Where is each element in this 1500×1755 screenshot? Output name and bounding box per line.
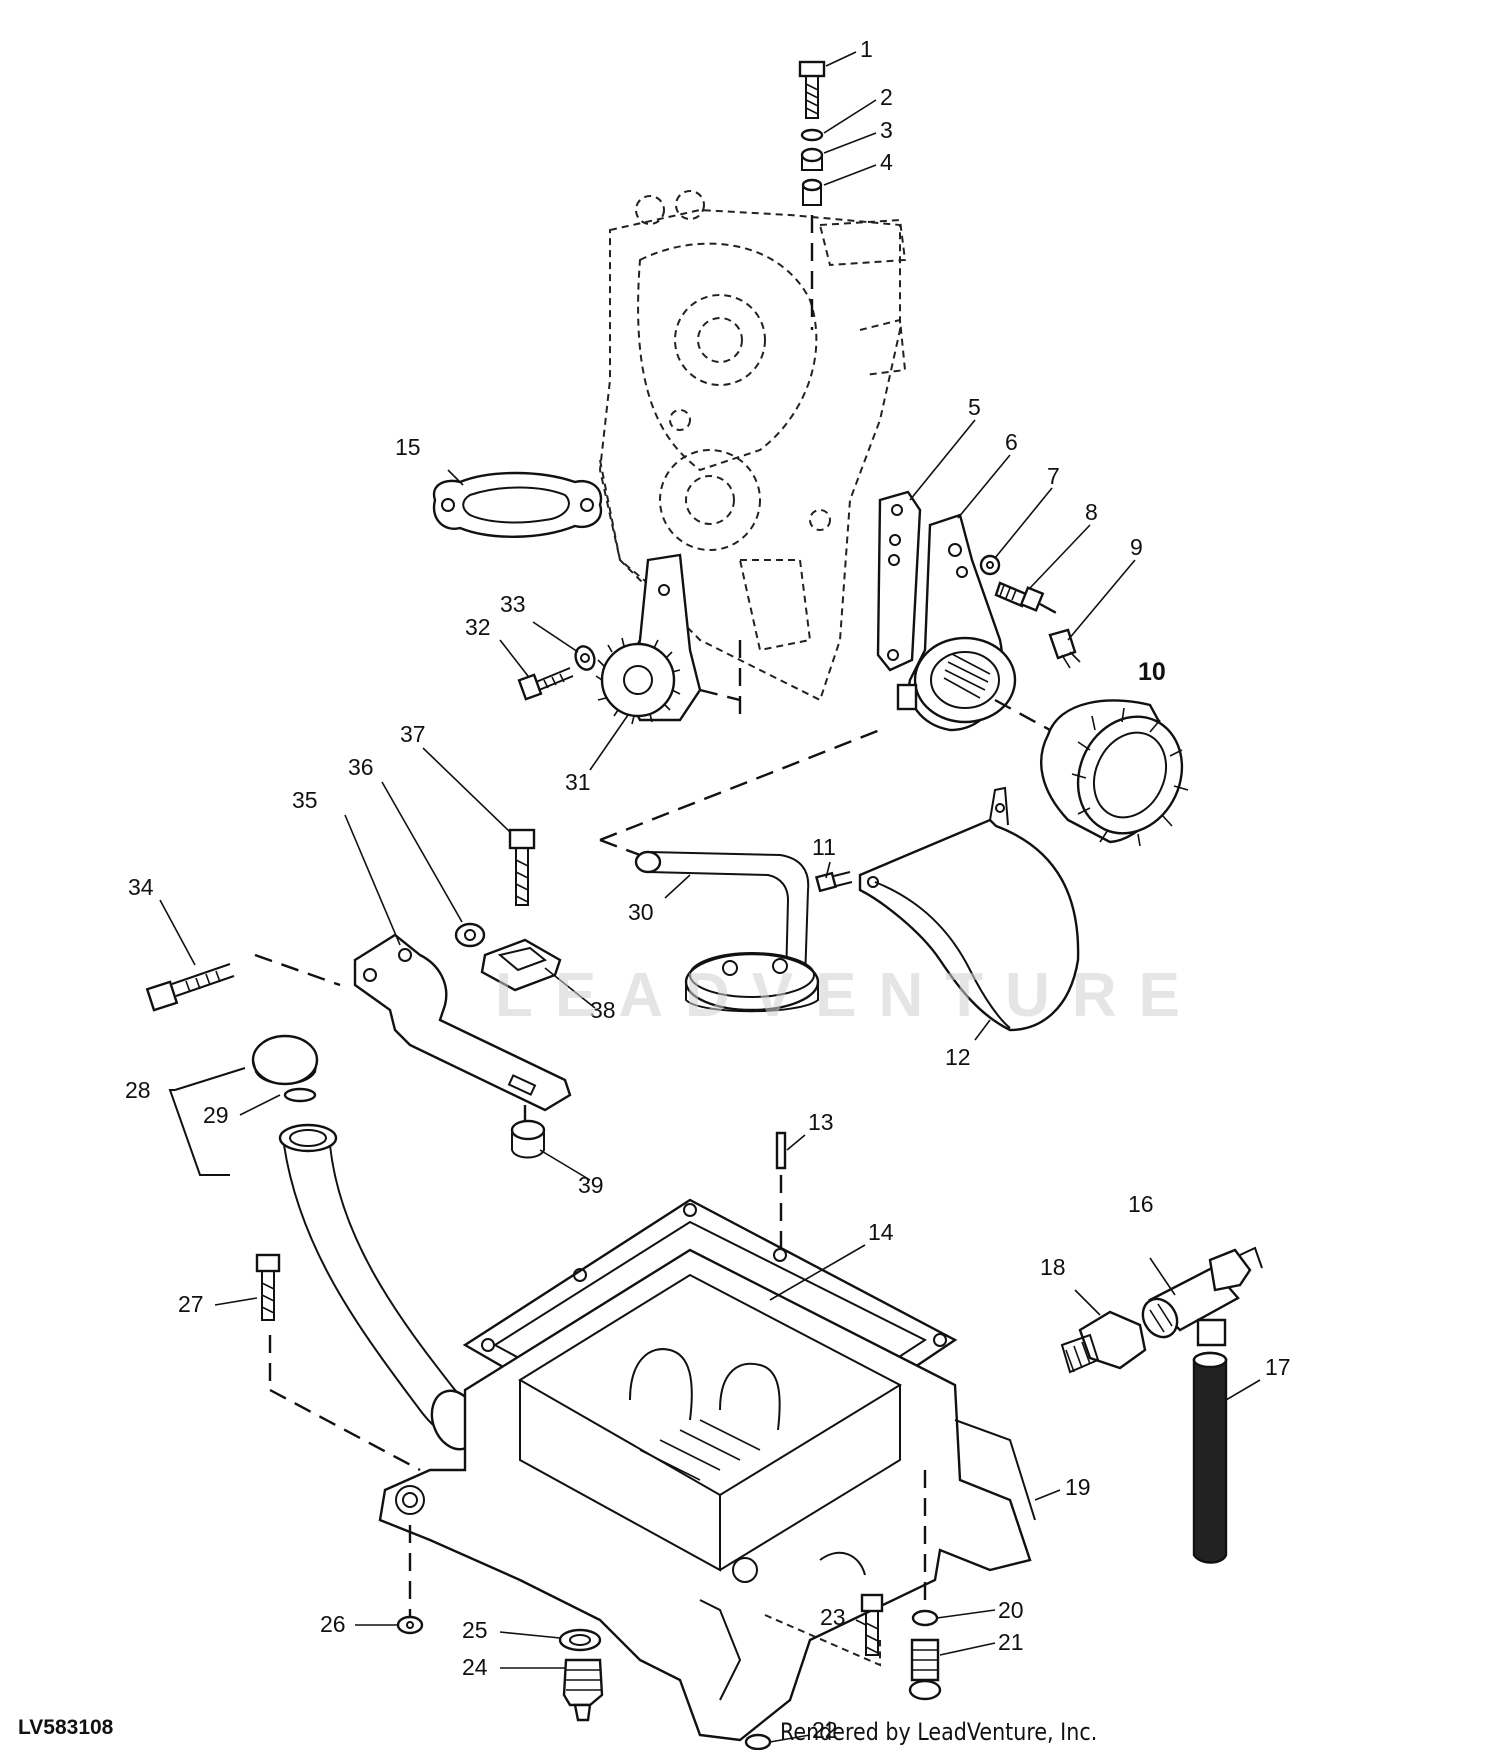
filter-adapter-5-6 — [876, 490, 1051, 732]
callout-36: 36 — [348, 754, 374, 780]
figure-id-label: LV583108 — [18, 1716, 114, 1739]
watermark: LEADVENTURE — [495, 961, 1203, 1030]
callout-3: 3 — [880, 117, 893, 143]
bracket-group-34-39 — [145, 828, 572, 1159]
callout-9: 9 — [1130, 534, 1143, 560]
callout-13: 13 — [808, 1109, 834, 1135]
callout-20: 20 — [998, 1597, 1024, 1623]
callout-5: 5 — [968, 394, 981, 420]
dipstick-tube-28-29 — [168, 1034, 480, 1451]
callout-34: 34 — [128, 874, 154, 900]
gasket-15 — [432, 471, 603, 538]
washer-7-bolt-8-switch-9 — [979, 554, 1081, 669]
callout-14: 14 — [868, 1219, 894, 1245]
render-credit: Rendered by LeadVenture, Inc. — [780, 1718, 1098, 1746]
callout-2: 2 — [880, 84, 893, 110]
callout-28: 28 — [125, 1077, 151, 1103]
bolt-27 — [255, 1253, 281, 1321]
drain-valve-16 — [1141, 1246, 1263, 1347]
callout-33: 33 — [500, 591, 526, 617]
callout-10: 10 — [1138, 658, 1166, 686]
oil-filter-10 — [1040, 699, 1189, 847]
callout-25: 25 — [462, 1617, 488, 1643]
relief-valve-stack — [798, 60, 826, 330]
callout-37: 37 — [400, 721, 426, 747]
callout-22: 22 — [812, 1717, 838, 1743]
callout-12: 12 — [945, 1044, 971, 1070]
bolt-11-shield-12 — [814, 786, 1080, 1032]
callout-23: 23 — [820, 1604, 846, 1630]
callout-1: 1 — [860, 36, 873, 62]
callout-39: 39 — [578, 1172, 604, 1198]
engine-block-outline — [598, 190, 907, 702]
oil-pump-31 — [595, 553, 742, 725]
callout-31: 31 — [565, 769, 591, 795]
bolt-32-washer-33 — [517, 645, 596, 701]
callout-30: 30 — [628, 899, 654, 925]
oil-pan-19 — [268, 1248, 1036, 1742]
callout-35: 35 — [292, 787, 318, 813]
callout-15: 15 — [395, 434, 421, 460]
callout-32: 32 — [465, 614, 491, 640]
callout-26: 26 — [320, 1611, 346, 1637]
callout-6: 6 — [1005, 429, 1018, 455]
callout-24: 24 — [462, 1654, 488, 1680]
callout-21: 21 — [998, 1629, 1024, 1655]
callout-38: 38 — [590, 997, 616, 1023]
drain-plug-18 — [1060, 1310, 1147, 1374]
leader-lines — [159, 51, 1261, 1743]
callout-labels: 1 2 3 4 5 6 7 8 9 10 11 12 13 14 15 16 1… — [125, 36, 1291, 1743]
callout-27: 27 — [178, 1291, 204, 1317]
callout-4: 4 — [880, 149, 893, 175]
bottom-hardware — [396, 1593, 942, 1751]
callout-29: 29 — [203, 1102, 229, 1128]
callout-16: 16 — [1128, 1191, 1154, 1217]
callout-8: 8 — [1085, 499, 1098, 525]
callout-19: 19 — [1065, 1474, 1091, 1500]
drain-hose-17 — [1192, 1351, 1228, 1564]
callout-17: 17 — [1265, 1354, 1291, 1380]
oil-pickup-30 — [599, 728, 881, 1013]
callout-18: 18 — [1040, 1254, 1066, 1280]
callout-7: 7 — [1047, 463, 1060, 489]
dowel-pin-13 — [775, 1131, 787, 1250]
callout-11: 11 — [812, 834, 836, 860]
